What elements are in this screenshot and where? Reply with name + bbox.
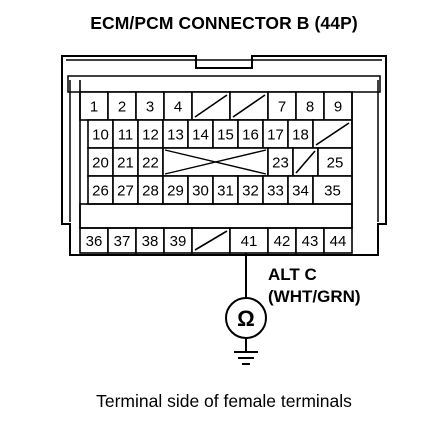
terminal-number: 43 bbox=[302, 233, 319, 250]
terminal-number: 32 bbox=[242, 183, 259, 200]
terminal-number: 41 bbox=[241, 233, 258, 250]
ground-icon bbox=[234, 351, 258, 365]
unused-terminal-mark bbox=[232, 94, 266, 118]
unused-terminal-mark bbox=[194, 230, 228, 251]
terminal-number: 22 bbox=[142, 155, 159, 172]
terminal-number: 4 bbox=[174, 99, 182, 116]
terminal-number: 18 bbox=[292, 127, 309, 144]
terminal-cell bbox=[237, 119, 264, 149]
terminal-number: 31 bbox=[217, 183, 234, 200]
terminal-cell bbox=[287, 119, 314, 149]
terminal-cell bbox=[112, 175, 139, 205]
terminal-number: 29 bbox=[167, 183, 184, 200]
terminal-number: 33 bbox=[267, 183, 284, 200]
blank-area-mark bbox=[164, 149, 267, 175]
terminal-number: 13 bbox=[167, 127, 184, 144]
housing-band bbox=[79, 203, 353, 229]
unused-terminal-mark bbox=[315, 122, 350, 146]
terminal-number: 1 bbox=[90, 99, 98, 116]
terminal-number: 36 bbox=[86, 233, 103, 250]
terminal-number: 15 bbox=[217, 127, 234, 144]
terminal-number: 34 bbox=[292, 183, 309, 200]
terminal-number: 12 bbox=[142, 127, 159, 144]
terminal-number: 35 bbox=[324, 183, 341, 200]
terminal-number: 3 bbox=[146, 99, 154, 116]
terminal-cell bbox=[135, 227, 165, 254]
wire-label: ALT C (WHT/GRN) bbox=[268, 264, 361, 308]
terminal-number: 9 bbox=[334, 99, 342, 116]
terminal-number: 28 bbox=[142, 183, 159, 200]
terminal-number: 10 bbox=[92, 127, 109, 144]
terminal-number: 38 bbox=[142, 233, 159, 250]
terminal-cell bbox=[112, 119, 139, 149]
terminal-cell bbox=[237, 175, 264, 205]
terminal-cell bbox=[135, 91, 165, 121]
terminal-number: 16 bbox=[242, 127, 259, 144]
terminal-cell bbox=[107, 227, 137, 254]
terminal-number: 2 bbox=[118, 99, 126, 116]
terminal-number: 23 bbox=[272, 155, 289, 172]
wire-color: (WHT/GRN) bbox=[268, 287, 361, 306]
terminal-number: 37 bbox=[114, 233, 131, 250]
ohmmeter-icon: Ω bbox=[225, 297, 267, 339]
terminal-number: 14 bbox=[192, 127, 209, 144]
terminal-cell bbox=[323, 91, 353, 121]
terminal-number: 11 bbox=[118, 127, 134, 144]
terminal-cell bbox=[295, 227, 325, 254]
terminal-cell bbox=[162, 119, 189, 149]
unused-terminal-mark bbox=[295, 150, 316, 174]
terminal-cell bbox=[323, 227, 353, 254]
terminal-number: 26 bbox=[92, 183, 109, 200]
terminal-number: 39 bbox=[170, 233, 187, 250]
unused-terminal-mark bbox=[194, 94, 228, 118]
terminal-number: 8 bbox=[306, 99, 314, 116]
terminal-number: 27 bbox=[117, 183, 134, 200]
terminal-name: ALT C bbox=[268, 265, 317, 284]
terminal-number: 30 bbox=[192, 183, 209, 200]
terminal-cell bbox=[87, 147, 114, 177]
diagram-title: ECM/PCM CONNECTOR B (44P) bbox=[90, 13, 358, 33]
terminal-number: 42 bbox=[274, 233, 291, 250]
terminal-number: 17 bbox=[267, 127, 284, 144]
terminal-number: 25 bbox=[327, 155, 344, 172]
meter-symbol: Ω bbox=[237, 306, 255, 331]
connector-housing bbox=[61, 55, 387, 256]
diagram-caption: Terminal side of female terminals bbox=[96, 391, 352, 411]
terminal-number: 44 bbox=[330, 233, 347, 250]
terminal-number: 21 bbox=[117, 155, 134, 172]
terminal-number: 7 bbox=[278, 99, 286, 116]
terminal-number: 20 bbox=[92, 155, 109, 172]
